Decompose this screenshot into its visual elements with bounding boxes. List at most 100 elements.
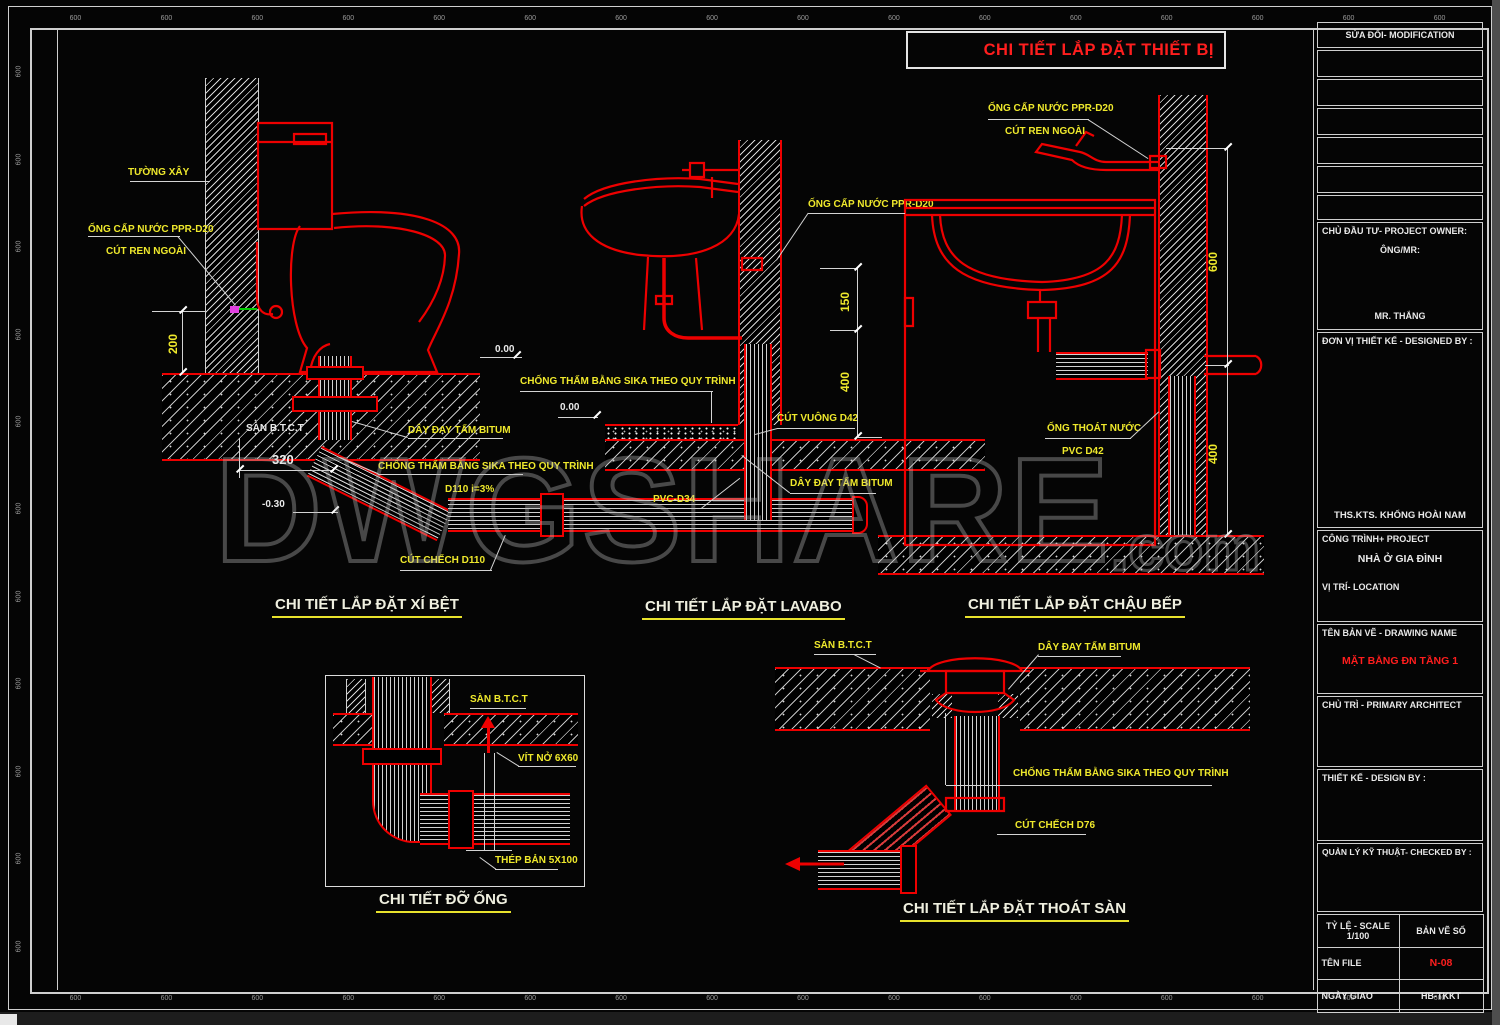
leader-line xyxy=(1205,365,1229,366)
dim-150: 150 xyxy=(838,291,852,312)
leader-line xyxy=(130,181,210,182)
rod-line xyxy=(484,753,485,851)
toilet-flange xyxy=(306,366,364,380)
label-sika: CHỐNG THẤM BẰNG SIKA THEO QUY TRÌNH xyxy=(1013,768,1229,779)
ruler-mark: 600 xyxy=(1433,995,1446,1002)
title-block: SỬA ĐỔI- MODIFICATION CHỦ ĐẦU TƯ- PROJEC… xyxy=(1316,22,1484,1013)
tb-checked-by: QUẢN LÝ KỸ THUẬT- CHECKED BY : xyxy=(1317,843,1483,912)
flow-arrow xyxy=(785,857,800,871)
leader-line xyxy=(518,766,576,767)
tb-scale-value: 1/100 xyxy=(1346,930,1370,941)
leader-line xyxy=(240,470,334,471)
tb-owner-label: CHỦ ĐẦU TƯ- PROJECT OWNER: xyxy=(1322,226,1467,236)
ruler-mark: 600 xyxy=(15,503,23,515)
leader-line xyxy=(480,357,522,358)
toilet-drawing xyxy=(230,75,550,595)
sink-title: CHI TIẾT LẮP ĐẶT CHẬU BẾP xyxy=(965,596,1185,618)
ruler-mark: 600 xyxy=(524,14,536,22)
ruler-mark: 600 xyxy=(15,153,23,166)
toilet-wall-hatch xyxy=(205,78,259,374)
tb-project: CÔNG TRÌNH+ PROJECT NHÀ Ở GIA ĐÌNH VỊ TR… xyxy=(1317,530,1483,622)
outer-border xyxy=(8,6,1492,1010)
ruler-mark: 600 xyxy=(1342,14,1355,22)
tb-empty-row xyxy=(1317,195,1483,220)
ruler-mark: 600 xyxy=(69,14,82,22)
page-edge-right xyxy=(1492,0,1500,1025)
leader-line xyxy=(857,268,858,437)
leader-line xyxy=(1166,148,1228,149)
tb-drawing-name-label: TÊN BẢN VẼ - DRAWING NAME xyxy=(1322,628,1457,638)
leader-line xyxy=(858,437,882,438)
label-supply: ỐNG CẤP NƯỚC PPR-D20 xyxy=(988,103,1114,114)
drain-slab-left xyxy=(775,667,930,731)
leader-line xyxy=(378,474,523,475)
ruler-mark: 600 xyxy=(797,14,809,22)
support-box xyxy=(325,675,585,887)
tb-designer-label: ĐƠN VỊ THIẾT KẾ - DESIGNED BY : xyxy=(1322,336,1473,346)
label-elbow: CÚT CHẾCH D76 xyxy=(1015,820,1096,831)
leader-line xyxy=(408,438,503,439)
leader-line xyxy=(495,869,558,870)
ruler-mark: 600 xyxy=(1069,14,1082,22)
leader-line xyxy=(711,391,712,423)
label-slab: SÀN B.T.C.T xyxy=(814,640,872,651)
label-wall: TƯỜNG XÂY xyxy=(128,167,190,178)
label-square-fitting: CÚT VUÔNG D42 xyxy=(777,413,859,424)
leader-line xyxy=(1045,438,1131,439)
label-pvc: PVC-D34 xyxy=(653,494,696,505)
ruler-mark: 600 xyxy=(251,995,264,1002)
label-elbow: CÚT CHẾCH D110 xyxy=(400,555,486,566)
ruler-mark: 600 xyxy=(979,995,991,1002)
leader-line xyxy=(790,493,876,494)
label-anchor: VÍT NỞ 6X60 xyxy=(518,753,579,764)
tb-empty-row xyxy=(1317,108,1483,135)
anchor-arrow xyxy=(481,716,495,728)
leader-line xyxy=(653,508,702,509)
ruler-mark: 600 xyxy=(160,14,173,22)
tb-architect: CHỦ TRÌ - PRIMARY ARCHITECT xyxy=(1317,696,1483,767)
leader-line xyxy=(808,213,905,214)
ruler-mark: 600 xyxy=(1433,14,1446,22)
tb-drawing-name-value: MẶT BẰNG ĐN TẦNG 1 xyxy=(1341,655,1459,667)
label-sika: CHỐNG THẤM BẰNG SIKA THEO QUY TRÌNH xyxy=(520,376,736,387)
corner-mark xyxy=(0,1014,17,1025)
ruler-mark: 600 xyxy=(888,14,900,22)
dim-400: 400 xyxy=(1206,443,1220,464)
ruler-mark: 600 xyxy=(706,995,718,1002)
inner-border xyxy=(30,28,1489,994)
tb-scale-label: TỶ LỆ - SCALE xyxy=(1325,920,1390,931)
label-bitum: DÂY ĐAY TẤM BITUM xyxy=(790,478,893,489)
ruler-mark: 600 xyxy=(1160,995,1173,1002)
support-clamp xyxy=(362,748,442,765)
dim-320: 320 xyxy=(272,452,294,467)
tb-owner-name: MR. THẮNG xyxy=(1374,311,1426,321)
ruler-mark: 600 xyxy=(15,415,23,428)
ruler-mark: 600 xyxy=(1069,995,1082,1002)
leader-line xyxy=(946,785,1212,786)
strap-line xyxy=(466,850,512,851)
ruler-mark: 600 xyxy=(1251,14,1264,22)
margin-line xyxy=(57,28,58,990)
sink-wall-pipe xyxy=(1168,376,1196,535)
label-level0: 0.00 xyxy=(560,402,580,413)
tb-design-by-label: THIẾT KẾ - DESIGN BY : xyxy=(1322,773,1426,783)
label-level0: 0.00 xyxy=(495,344,515,355)
leader-line xyxy=(1038,656,1121,657)
label-bitum: DÂY ĐAY TẤM BITUM xyxy=(1038,642,1141,653)
tb-owner: CHỦ ĐẦU TƯ- PROJECT OWNER: ÔNG/MR: MR. T… xyxy=(1317,222,1483,330)
page-edge-bottom xyxy=(0,1012,1492,1025)
sink-drawing xyxy=(875,90,1270,590)
drain-vert-pipe xyxy=(954,716,1000,812)
dim-200: 200 xyxy=(166,333,180,354)
toilet-title: CHI TIẾT LẮP ĐẶT XÍ BỆT xyxy=(272,596,462,618)
dim-400: 400 xyxy=(838,371,852,392)
support-vert-pipe xyxy=(372,677,432,793)
ruler-mark: 600 xyxy=(888,995,900,1002)
support-horiz-pipe xyxy=(420,793,570,845)
ruler-mark: 600 xyxy=(615,14,627,22)
ruler-mark: 600 xyxy=(15,240,23,253)
sheet-title: CHI TIẾT LẮP ĐẶT THIẾT BỊ xyxy=(983,40,1214,59)
support-stub-left xyxy=(346,679,366,713)
